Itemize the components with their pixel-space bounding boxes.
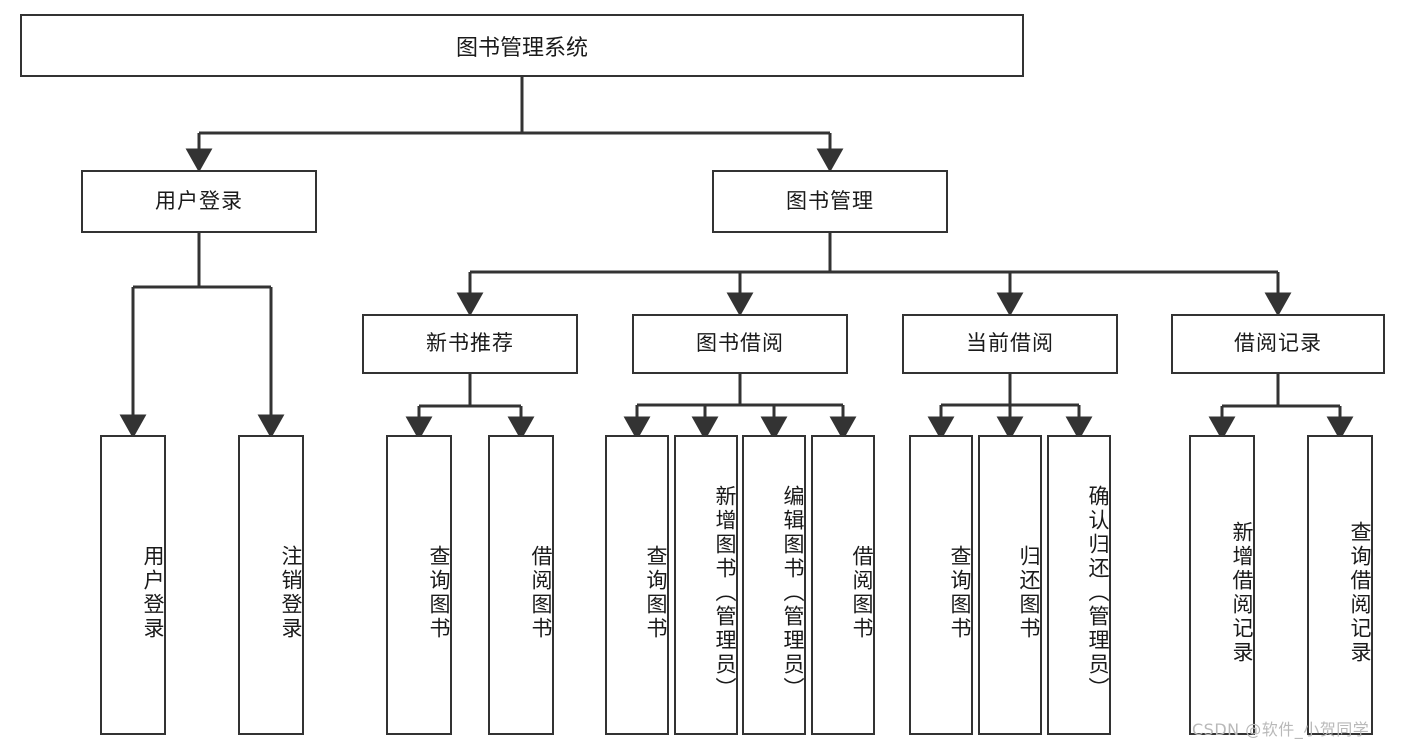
leaf-new-book-query[interactable]: 查询图书	[386, 435, 452, 735]
leaf-label: 归还图书	[1017, 545, 1041, 641]
leaf-label: 确认归还（管理员）	[1086, 485, 1110, 701]
leaf-current-borrow-query[interactable]: 查询图书	[909, 435, 973, 735]
leaf-label: 查询借阅记录	[1348, 521, 1372, 665]
leaf-label: 新增图书（管理员）	[713, 485, 737, 701]
leaf-current-borrow-return[interactable]: 归还图书	[978, 435, 1042, 735]
leaf-book-borrow-add[interactable]: 新增图书（管理员）	[674, 435, 738, 735]
leaf-current-borrow-confirm[interactable]: 确认归还（管理员）	[1047, 435, 1111, 735]
leaf-label: 查询图书	[427, 545, 451, 641]
leaf-label: 用户登录	[141, 545, 165, 641]
leaf-label: 借阅图书	[529, 545, 553, 641]
csdn-watermark: CSDN @软件_小贺同学	[1192, 720, 1370, 739]
leaf-user-login-logout[interactable]: 注销登录	[238, 435, 304, 735]
node-user-login[interactable]: 用户登录	[81, 170, 317, 233]
node-new-book-recommend[interactable]: 新书推荐	[362, 314, 578, 374]
leaf-book-borrow-borrow[interactable]: 借阅图书	[811, 435, 875, 735]
leaf-user-login-login[interactable]: 用户登录	[100, 435, 166, 735]
leaf-borrow-record-add[interactable]: 新增借阅记录	[1189, 435, 1255, 735]
leaf-borrow-record-query[interactable]: 查询借阅记录	[1307, 435, 1373, 735]
node-borrow-record[interactable]: 借阅记录	[1171, 314, 1385, 374]
leaf-label: 注销登录	[279, 545, 303, 641]
leaf-label: 新增借阅记录	[1230, 521, 1254, 665]
node-root[interactable]: 图书管理系统	[20, 14, 1024, 77]
node-book-borrow[interactable]: 图书借阅	[632, 314, 848, 374]
leaf-new-book-borrow[interactable]: 借阅图书	[488, 435, 554, 735]
leaf-label: 查询图书	[644, 545, 668, 641]
leaf-label: 借阅图书	[850, 545, 874, 641]
leaf-book-borrow-query[interactable]: 查询图书	[605, 435, 669, 735]
node-book-management[interactable]: 图书管理	[712, 170, 948, 233]
leaf-book-borrow-edit[interactable]: 编辑图书（管理员）	[742, 435, 806, 735]
leaf-label: 查询图书	[948, 545, 972, 641]
leaf-label: 编辑图书（管理员）	[781, 485, 805, 701]
node-current-borrow[interactable]: 当前借阅	[902, 314, 1118, 374]
